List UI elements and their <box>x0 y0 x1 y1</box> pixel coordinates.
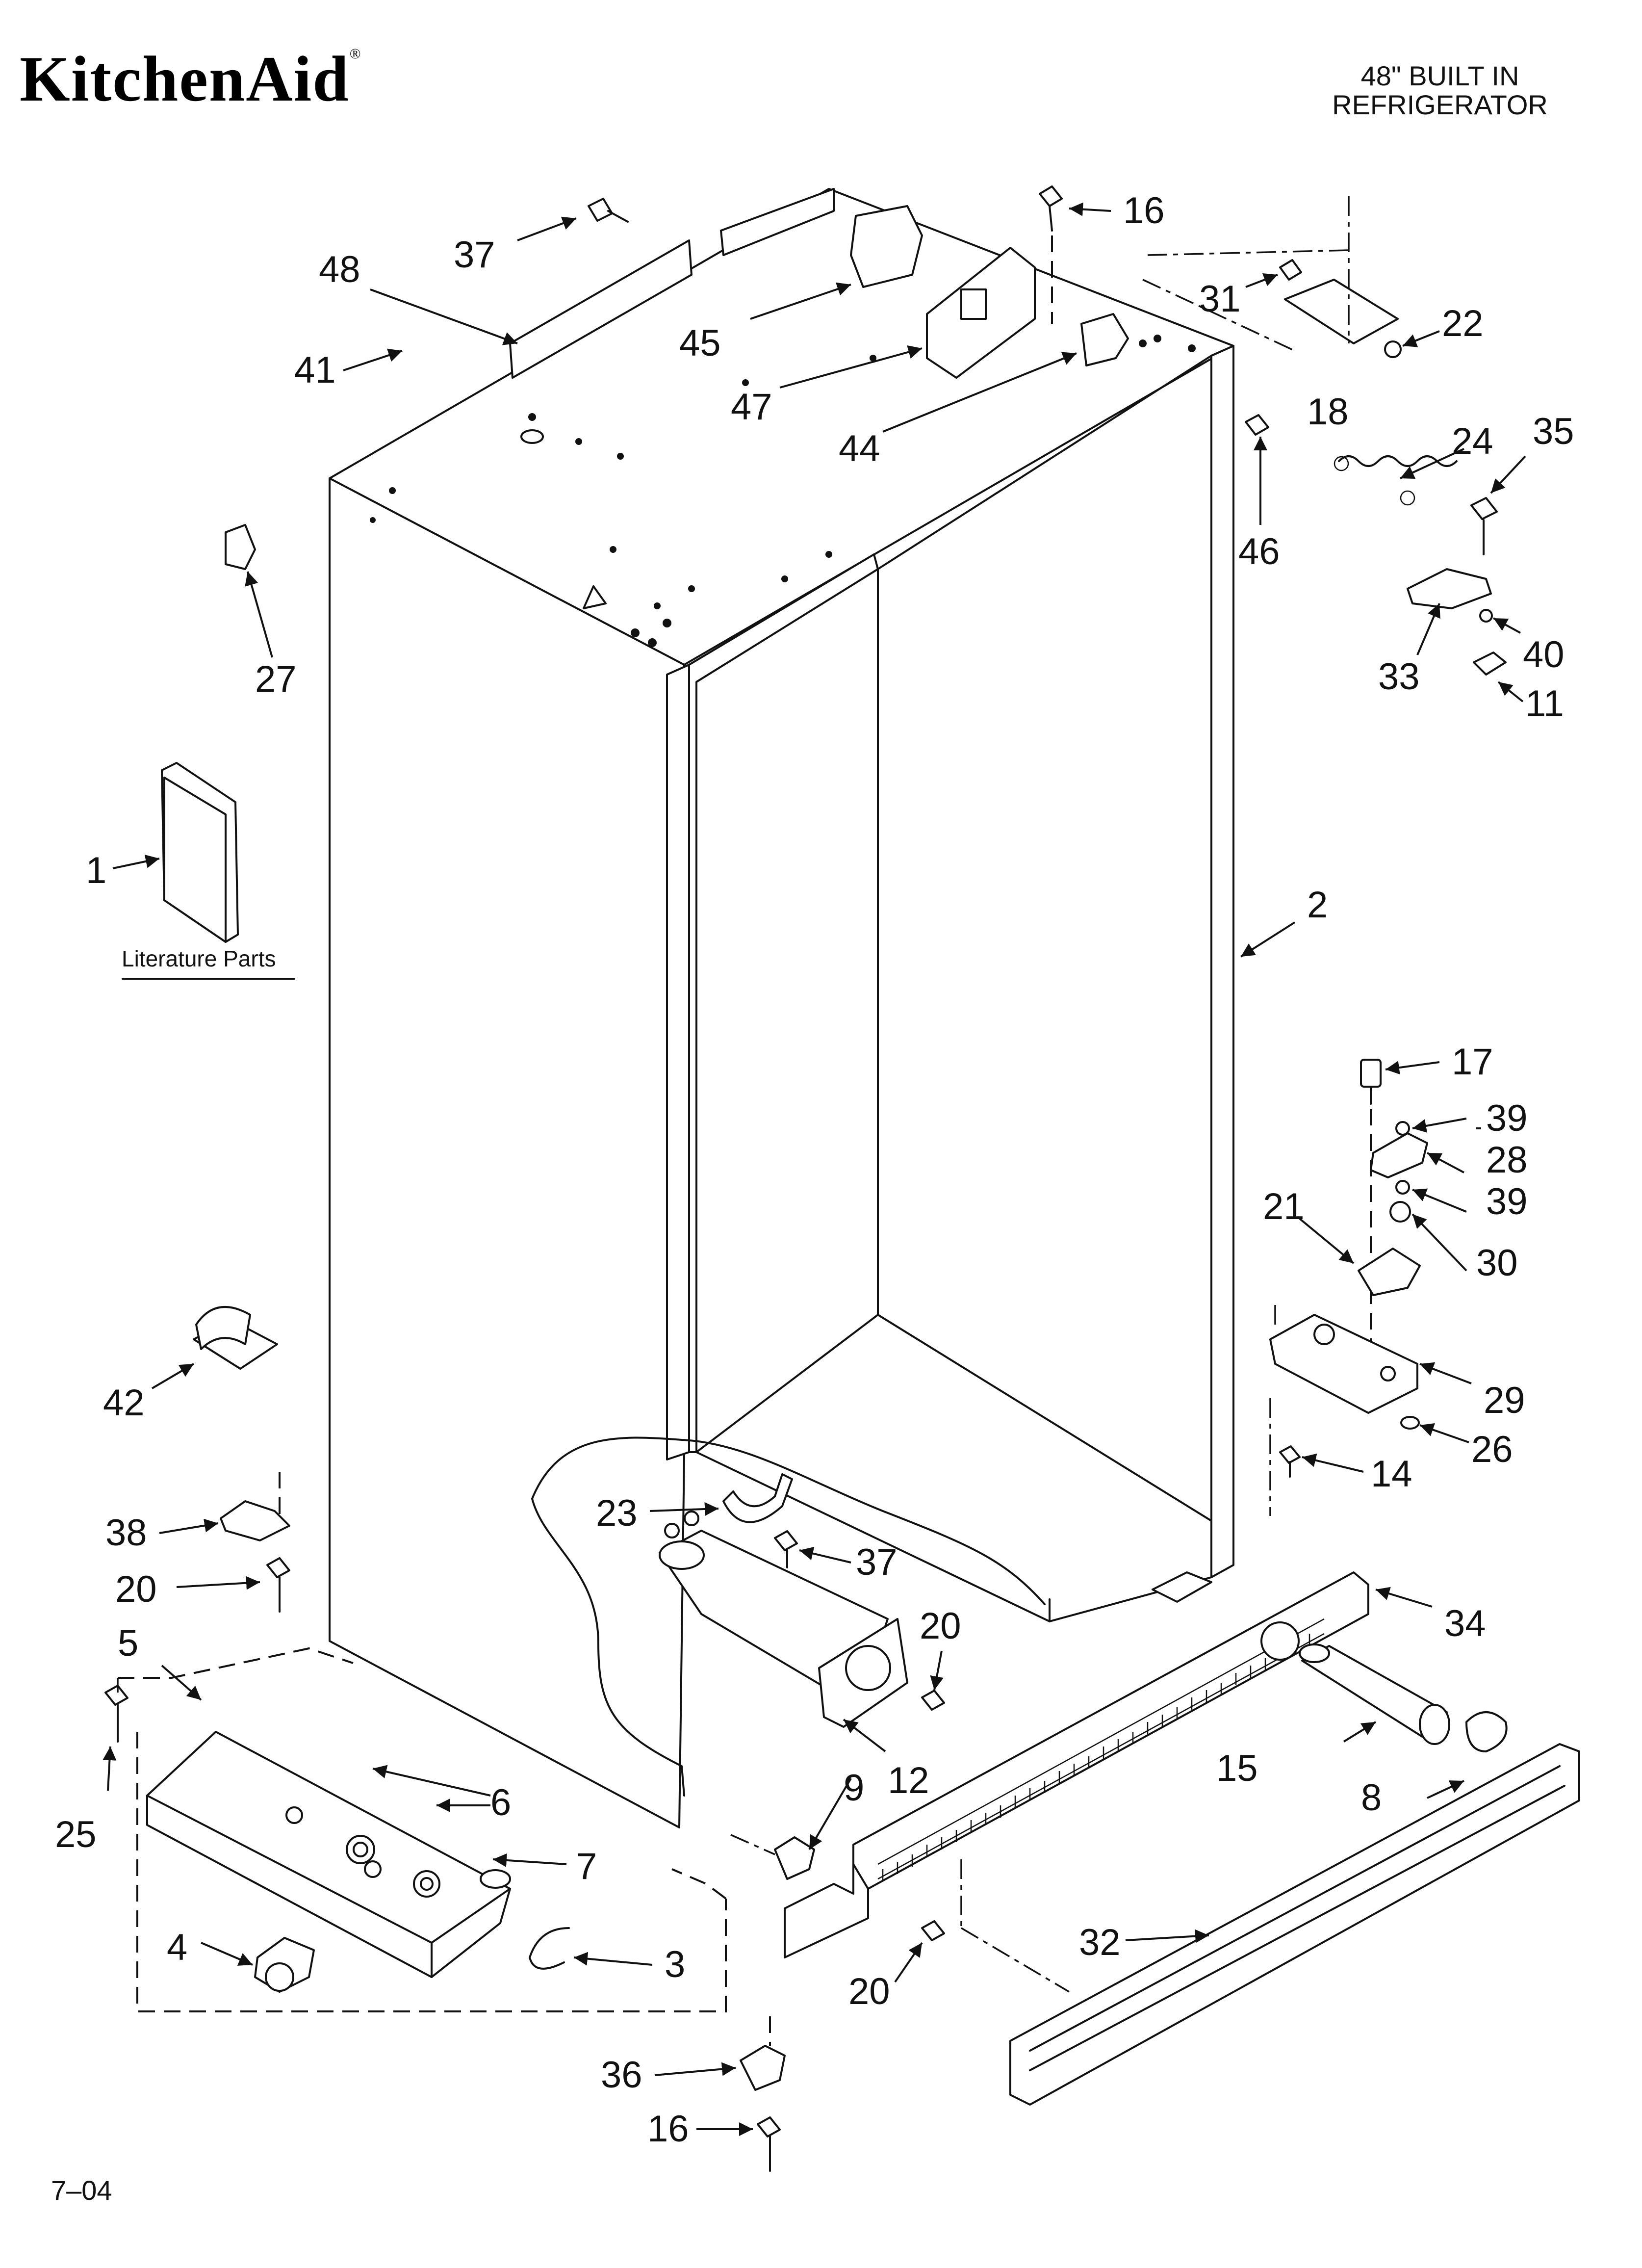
callout-26: 26 <box>1471 1429 1513 1470</box>
brand-name: KitchenAid <box>20 43 350 115</box>
product-title-line1: 48" BUILT IN <box>1360 60 1519 91</box>
callout-3: 3 <box>665 1944 685 1985</box>
registered-mark: ® <box>349 46 362 62</box>
callout-18: 18 <box>1307 391 1349 433</box>
callout-8: 8 <box>1361 1777 1382 1819</box>
callout-36: 36 <box>601 2054 642 2096</box>
callout-29: 29 <box>1484 1380 1525 1421</box>
lower-hinge-assembly <box>1269 1059 1428 1478</box>
callout-32: 32 <box>1079 1922 1121 1963</box>
callout-20-bottom: 20 <box>848 1971 890 2012</box>
callout-25: 25 <box>55 1814 97 1855</box>
callout-16-top: 16 <box>1123 190 1165 232</box>
callout-16-bottom: 16 <box>647 2108 689 2150</box>
callout-22: 22 <box>1442 303 1484 344</box>
callout-31: 31 <box>1199 278 1241 320</box>
screw-16-bottom <box>757 2116 781 2138</box>
callout-24: 24 <box>1452 420 1493 462</box>
callout-labels: 37 48 41 45 47 44 16 31 22 18 46 24 35 3… <box>55 190 1574 2150</box>
clip-9 <box>774 1836 815 1880</box>
callout-42: 42 <box>103 1382 145 1424</box>
callout-30: 30 <box>1476 1242 1518 1284</box>
kickplate-assembly <box>784 1398 1580 2106</box>
callout-40: 40 <box>1523 634 1565 676</box>
bracket-36 <box>740 2045 786 2091</box>
callout-6: 6 <box>490 1782 511 1824</box>
callout-37-top: 37 <box>454 234 495 276</box>
callout-2: 2 <box>1307 884 1328 926</box>
drain-assembly <box>659 1473 945 1880</box>
callout-45: 45 <box>679 322 721 364</box>
callout-37-bottom: 37 <box>856 1541 898 1583</box>
callout-14: 14 <box>1371 1453 1412 1495</box>
top-parts <box>588 185 1507 676</box>
callout-17: 17 <box>1452 1041 1493 1083</box>
callout-9: 9 <box>844 1767 864 1809</box>
callout-39-lower: 39 <box>1486 1181 1528 1223</box>
bracket-38 <box>220 1500 290 1541</box>
screw-37-top <box>588 198 613 222</box>
product-title-line2: REFRIGERATOR <box>1332 89 1548 121</box>
callout-23: 23 <box>596 1492 638 1534</box>
callout-47: 47 <box>731 386 772 428</box>
callout-5: 5 <box>118 1622 138 1664</box>
callout-39-upper: 39 <box>1486 1097 1528 1139</box>
cutaway-outline <box>531 1436 1046 1605</box>
leader-arrows <box>103 202 1526 2136</box>
callout-34: 34 <box>1444 1603 1486 1644</box>
callout-15: 15 <box>1216 1747 1258 1789</box>
callout-20-mid: 20 <box>920 1605 961 1647</box>
callout-41: 41 <box>294 349 336 391</box>
callout-11: 11 <box>1525 683 1564 725</box>
callout-20-left: 20 <box>115 1568 157 1610</box>
callout-46: 46 <box>1238 531 1280 573</box>
cutaway-outline-lower <box>531 1498 685 1797</box>
callout-1: 1 <box>86 850 106 891</box>
callout-12: 12 <box>888 1760 929 1801</box>
date-code: 7–04 <box>51 2175 112 2206</box>
callout-4: 4 <box>167 1927 187 1968</box>
bottom-assembly-box <box>118 1647 727 2012</box>
callout-44: 44 <box>839 428 880 469</box>
literature-parts-caption: Literature Parts <box>122 946 276 971</box>
brand-logo: KitchenAid® <box>20 47 362 111</box>
callout-48: 48 <box>319 249 360 290</box>
callout-7: 7 <box>576 1846 597 1887</box>
callout-33: 33 <box>1378 656 1420 698</box>
clip-27 <box>225 524 256 570</box>
callout-27: 27 <box>255 658 297 700</box>
callout-35: 35 <box>1533 411 1574 452</box>
callout-28: 28 <box>1486 1139 1528 1181</box>
product-title: 48" BUILT IN REFRIGERATOR <box>1293 61 1587 120</box>
callout-38: 38 <box>105 1512 147 1554</box>
callout-21: 21 <box>1263 1186 1305 1227</box>
